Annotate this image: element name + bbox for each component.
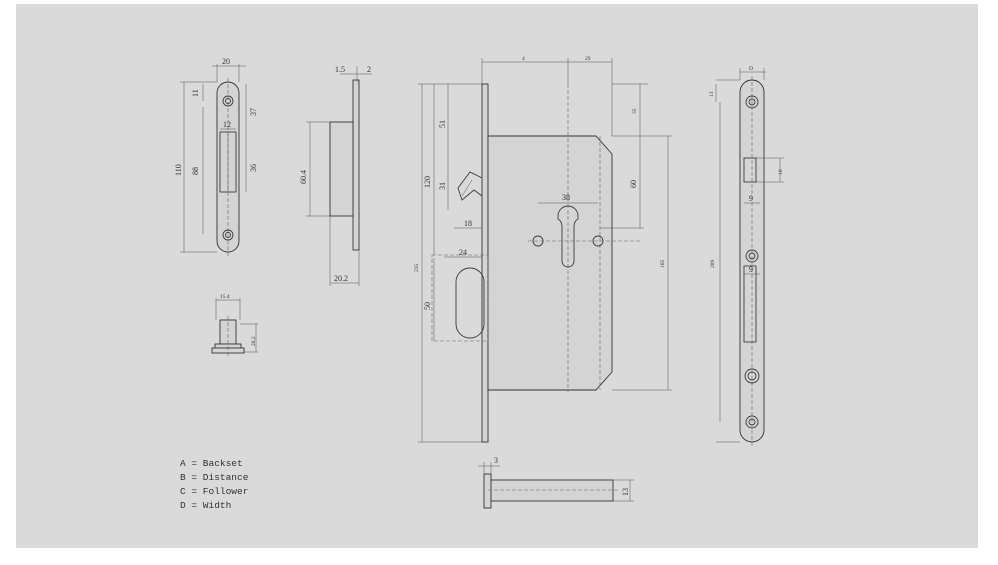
dim-strike-9b: 9 [749, 265, 753, 274]
dim-strike-9a: 9 [749, 194, 753, 203]
legend-item: A = Backset [180, 458, 243, 469]
dim-main-18: 18 [464, 219, 472, 228]
dim-fp-total: 110 [174, 164, 183, 176]
legend-item: C = Follower [180, 486, 248, 497]
dim-main-total: 235 [414, 264, 420, 273]
dim-follower-a: 15.4 [220, 294, 230, 300]
strike-plate-view [739, 76, 765, 446]
dim-main-38: 38 [562, 193, 570, 202]
dim-follower-b: 28.2 [251, 336, 257, 346]
lock-body-dimensions: 4 29 235 120 51 31 18 24 50 38 35 60 165 [414, 56, 672, 443]
dim-main-31: 31 [438, 182, 447, 190]
dim-spindle-13: 13 [621, 488, 630, 496]
dim-main-upper: 51 [438, 120, 447, 128]
side-view: 1.5 2 60.4 20.2 [299, 65, 372, 286]
dim-main-upper2: 120 [423, 176, 432, 188]
dim-fp-upper: 37 [249, 108, 258, 116]
dim-side-thk-b: 2 [367, 65, 371, 74]
follower-view: 15.4 28.2 [211, 294, 258, 356]
dim-main-24: 24 [459, 248, 467, 257]
dim-main-60: 60 [629, 180, 638, 188]
faceplate-view [216, 78, 240, 256]
dim-strike-d: D [749, 66, 753, 72]
strike-plate-dimensions: D 13 209 16 9 9 [709, 66, 784, 443]
dim-spindle-3: 3 [494, 456, 498, 465]
dim-side-thk-a: 1.5 [335, 65, 345, 74]
dim-main-b29: 29 [585, 56, 591, 62]
lock-body-view [431, 83, 640, 443]
dim-strike-16: 16 [778, 169, 784, 175]
faceplate-dimensions: 20 110 88 11 12 37 36 [174, 57, 258, 253]
dim-fp-top: 11 [191, 89, 200, 97]
dim-strike-209: 209 [710, 260, 716, 269]
dim-main-35: 35 [632, 108, 638, 114]
dim-fp-slot-height: 88 [191, 167, 200, 175]
spindle-view: 3 13 [478, 456, 634, 509]
dim-main-165: 165 [660, 260, 666, 269]
legend: A = Backset B = Distance C = Follower D … [180, 458, 249, 511]
dim-fp-slot-width: 12 [223, 120, 231, 129]
dim-main-50: 50 [423, 302, 432, 310]
dim-fp-lower: 36 [249, 164, 258, 172]
dim-strike-13: 13 [709, 91, 715, 97]
dim-side-depth: 20.2 [334, 274, 348, 283]
legend-item: B = Distance [180, 472, 249, 483]
dim-main-backset: 4 [522, 56, 525, 62]
dim-fp-width: 20 [222, 57, 230, 66]
legend-item: D = Width [180, 500, 231, 511]
dim-side-height: 60.4 [299, 170, 308, 184]
